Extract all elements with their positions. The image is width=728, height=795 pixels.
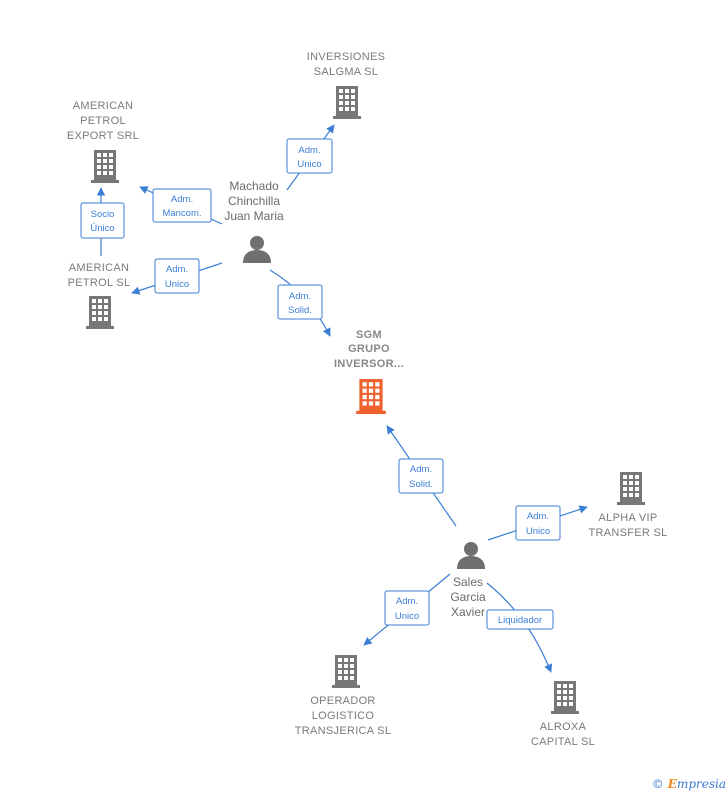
person-name-line-2: Garcia xyxy=(450,590,486,604)
company-name-line-1: ALPHA VIP xyxy=(599,512,658,524)
company-name-line-3: INVERSOR... xyxy=(334,358,404,370)
relation-line-2: Mancom. xyxy=(162,208,201,219)
person-icon xyxy=(457,542,485,569)
relation-line-2: Unico xyxy=(395,611,419,622)
relation-label-sales-sgm[interactable]: Adm. Solid. xyxy=(398,458,444,494)
building-icon xyxy=(333,86,361,119)
company-name-line-2: PETROL xyxy=(80,115,126,127)
relation-line-1: Adm. xyxy=(396,596,418,607)
company-name-line-1: AMERICAN xyxy=(73,100,133,112)
relation-line-1: Liquidador xyxy=(498,615,542,626)
building-icon xyxy=(551,681,579,714)
relation-line-2: Único xyxy=(90,223,114,234)
relation-label-machado-petrol[interactable]: Adm. Unico xyxy=(154,258,200,294)
person-node-machado[interactable]: Machado Chinchilla Juan Maria xyxy=(224,179,284,263)
building-icon xyxy=(356,379,386,414)
company-name-line-1: SGM xyxy=(356,329,382,341)
company-node-american-petrol-export[interactable]: AMERICAN PETROL EXPORT SRL xyxy=(67,100,139,183)
company-name-line-1: AMERICAN xyxy=(69,262,129,274)
relation-line-2: Unico xyxy=(526,526,550,537)
company-name-line-3: TRANSJERICA SL xyxy=(295,725,392,737)
relation-line-2: Solid. xyxy=(288,305,312,316)
company-node-american-petrol[interactable]: AMERICAN PETROL SL xyxy=(68,262,131,329)
company-node-alroxa-capital[interactable]: ALROXA CAPITAL SL xyxy=(531,681,595,748)
company-name-line-1: OPERADOR xyxy=(310,695,375,707)
company-node-inversiones-salgma[interactable]: INVERSIONES SALGMA SL xyxy=(307,51,386,119)
company-name-line-2: LOGISTICO xyxy=(312,710,375,722)
relation-line-2: Unico xyxy=(297,159,321,170)
company-name-line-2: PETROL SL xyxy=(68,277,131,289)
company-name-line-2: CAPITAL SL xyxy=(531,736,595,748)
relation-label-sales-operador[interactable]: Adm. Unico xyxy=(384,590,430,626)
person-name-line-1: Machado xyxy=(229,179,279,193)
person-name-line-3: Xavier xyxy=(451,605,485,619)
building-icon xyxy=(91,150,119,183)
person-node-sales[interactable]: Sales Garcia Xavier xyxy=(450,542,486,619)
relation-line-1: Adm. xyxy=(171,194,193,205)
relation-label-sales-alpha[interactable]: Adm. Unico xyxy=(515,505,561,541)
relation-line-1: Adm. xyxy=(527,511,549,522)
relation-label-machado-sgm[interactable]: Adm. Solid. xyxy=(277,284,323,320)
company-name-line-2: SALGMA SL xyxy=(314,66,378,78)
relation-line-1: Adm. xyxy=(410,464,432,475)
building-icon xyxy=(86,296,114,329)
brand-footer: ©Empresia xyxy=(652,777,726,791)
relation-line-1: Adm. xyxy=(289,291,311,302)
brand-initial: E xyxy=(667,777,677,791)
building-icon xyxy=(617,472,645,505)
company-name-line-1: ALROXA xyxy=(540,721,587,733)
relation-line-1: Adm. xyxy=(166,264,188,275)
relation-label-machado-export[interactable]: Adm. Mancom. xyxy=(152,188,212,223)
company-name-line-2: TRANSFER SL xyxy=(588,527,667,539)
person-icon xyxy=(243,236,271,263)
building-icon xyxy=(332,655,360,688)
relation-line-1: Adm. xyxy=(298,145,320,156)
company-node-alpha-vip-transfer[interactable]: ALPHA VIP TRANSFER SL xyxy=(588,472,667,539)
relation-line-2: Unico xyxy=(165,279,189,290)
company-node-operador-logistico[interactable]: OPERADOR LOGISTICO TRANSJERICA SL xyxy=(295,655,392,737)
person-name-line-1: Sales xyxy=(453,575,483,589)
relation-line-2: Solid. xyxy=(409,479,433,490)
relation-label-petrol-export[interactable]: Socio Único xyxy=(80,202,125,239)
relation-label-sales-alroxa[interactable]: Liquidador xyxy=(486,609,554,630)
person-name-line-3: Juan Maria xyxy=(224,209,284,223)
brand-name: mpresia xyxy=(676,777,726,791)
company-name-line-2: GRUPO xyxy=(348,343,390,355)
copyright-symbol: © xyxy=(651,777,664,791)
person-name-line-2: Chinchilla xyxy=(228,194,280,208)
relation-line-1: Socio xyxy=(91,209,115,220)
company-name-line-1: INVERSIONES xyxy=(307,51,386,63)
company-node-sgm-grupo-inversor[interactable]: SGM GRUPO INVERSOR... xyxy=(334,329,404,414)
company-name-line-3: EXPORT SRL xyxy=(67,130,139,142)
relation-label-machado-inversiones[interactable]: Adm. Unico xyxy=(286,138,333,174)
